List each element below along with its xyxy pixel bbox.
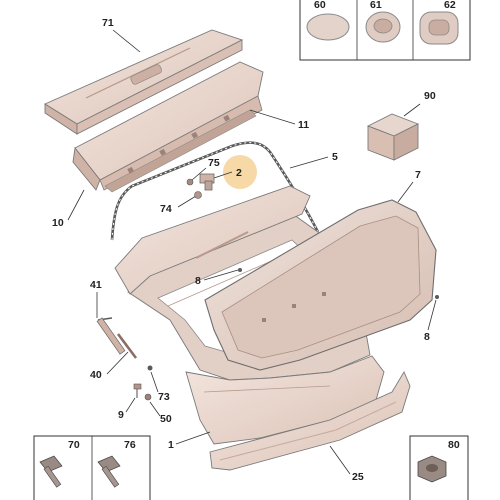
leader-8-left: [203, 269, 239, 281]
leader-2: [213, 171, 233, 179]
callout-75: 75: [208, 157, 220, 169]
clip-part-8-right: [435, 295, 439, 299]
callout-2: 2: [236, 167, 242, 179]
clip-part-8-left: [238, 268, 242, 272]
inset-label-70: 70: [68, 439, 80, 451]
leader-25: [329, 445, 351, 475]
inset-frame-bottom-right: 80: [409, 435, 469, 500]
block-part-90: [366, 113, 420, 161]
callout-8-left: 8: [195, 275, 201, 287]
inset-label-76: 76: [124, 439, 136, 451]
leader-73: [150, 371, 159, 393]
brake-light-part-71: [44, 29, 244, 135]
tailgate-lower-part-1: [185, 355, 385, 445]
leader-8-right: [427, 299, 437, 331]
pad-part-60: [306, 13, 350, 41]
leader-9: [125, 397, 136, 413]
screw-part-70: [39, 455, 63, 488]
inset-label-80: 80: [448, 439, 460, 451]
callout-74: 74: [160, 203, 172, 215]
garnish-part-25: [209, 371, 411, 471]
bolt-part-9: [133, 383, 142, 398]
callout-8-right: 8: [424, 331, 430, 343]
callout-9: 9: [118, 409, 124, 421]
callout-11: 11: [298, 119, 309, 131]
leader-50: [149, 401, 161, 417]
callout-71: 71: [102, 17, 114, 29]
screw-part-76: [97, 455, 121, 488]
rear-window-part-7: [204, 199, 437, 371]
nut-part-74: [194, 191, 202, 199]
callout-41: 41: [90, 279, 102, 291]
callout-5: 5: [332, 151, 338, 163]
callout-1: 1: [168, 439, 174, 451]
callout-50: 50: [160, 413, 172, 425]
leader-40: [106, 351, 129, 375]
leader-5: [289, 156, 329, 169]
gas-strut-part-40: [96, 317, 138, 359]
spoiler-part-10: [72, 61, 264, 193]
callout-2-highlight: [223, 155, 257, 189]
inset-frame-bottom-left: 70 76: [33, 435, 151, 500]
leader-74: [177, 195, 197, 208]
callout-25: 25: [352, 471, 364, 483]
tailgate-upper-part-5: [114, 185, 311, 295]
bolt-part-75: [186, 178, 194, 186]
nut-part-50: [144, 393, 152, 401]
callout-73: 73: [158, 391, 170, 403]
inset-label-62: 62: [444, 0, 456, 11]
grommet-part-62: [419, 11, 459, 45]
grommet-part-61: [365, 11, 401, 43]
callout-10: 10: [52, 217, 64, 229]
bolt-part-73: [147, 365, 153, 371]
inset-frame-top-right: 60 61 62: [299, 0, 471, 61]
callout-40: 40: [90, 369, 102, 381]
nut-part-80: [417, 455, 447, 483]
callout-7: 7: [415, 169, 421, 181]
callout-90: 90: [424, 90, 436, 102]
inset-label-61: 61: [370, 0, 382, 11]
leader-1: [175, 431, 211, 445]
leader-75: [191, 167, 207, 181]
hinge-part-2: [199, 173, 215, 191]
leader-71: [112, 29, 141, 53]
leader-10: [67, 189, 85, 221]
leader-11: [249, 109, 296, 125]
leader-7: [397, 181, 414, 203]
leader-90: [403, 103, 421, 117]
inset-label-60: 60: [314, 0, 326, 11]
